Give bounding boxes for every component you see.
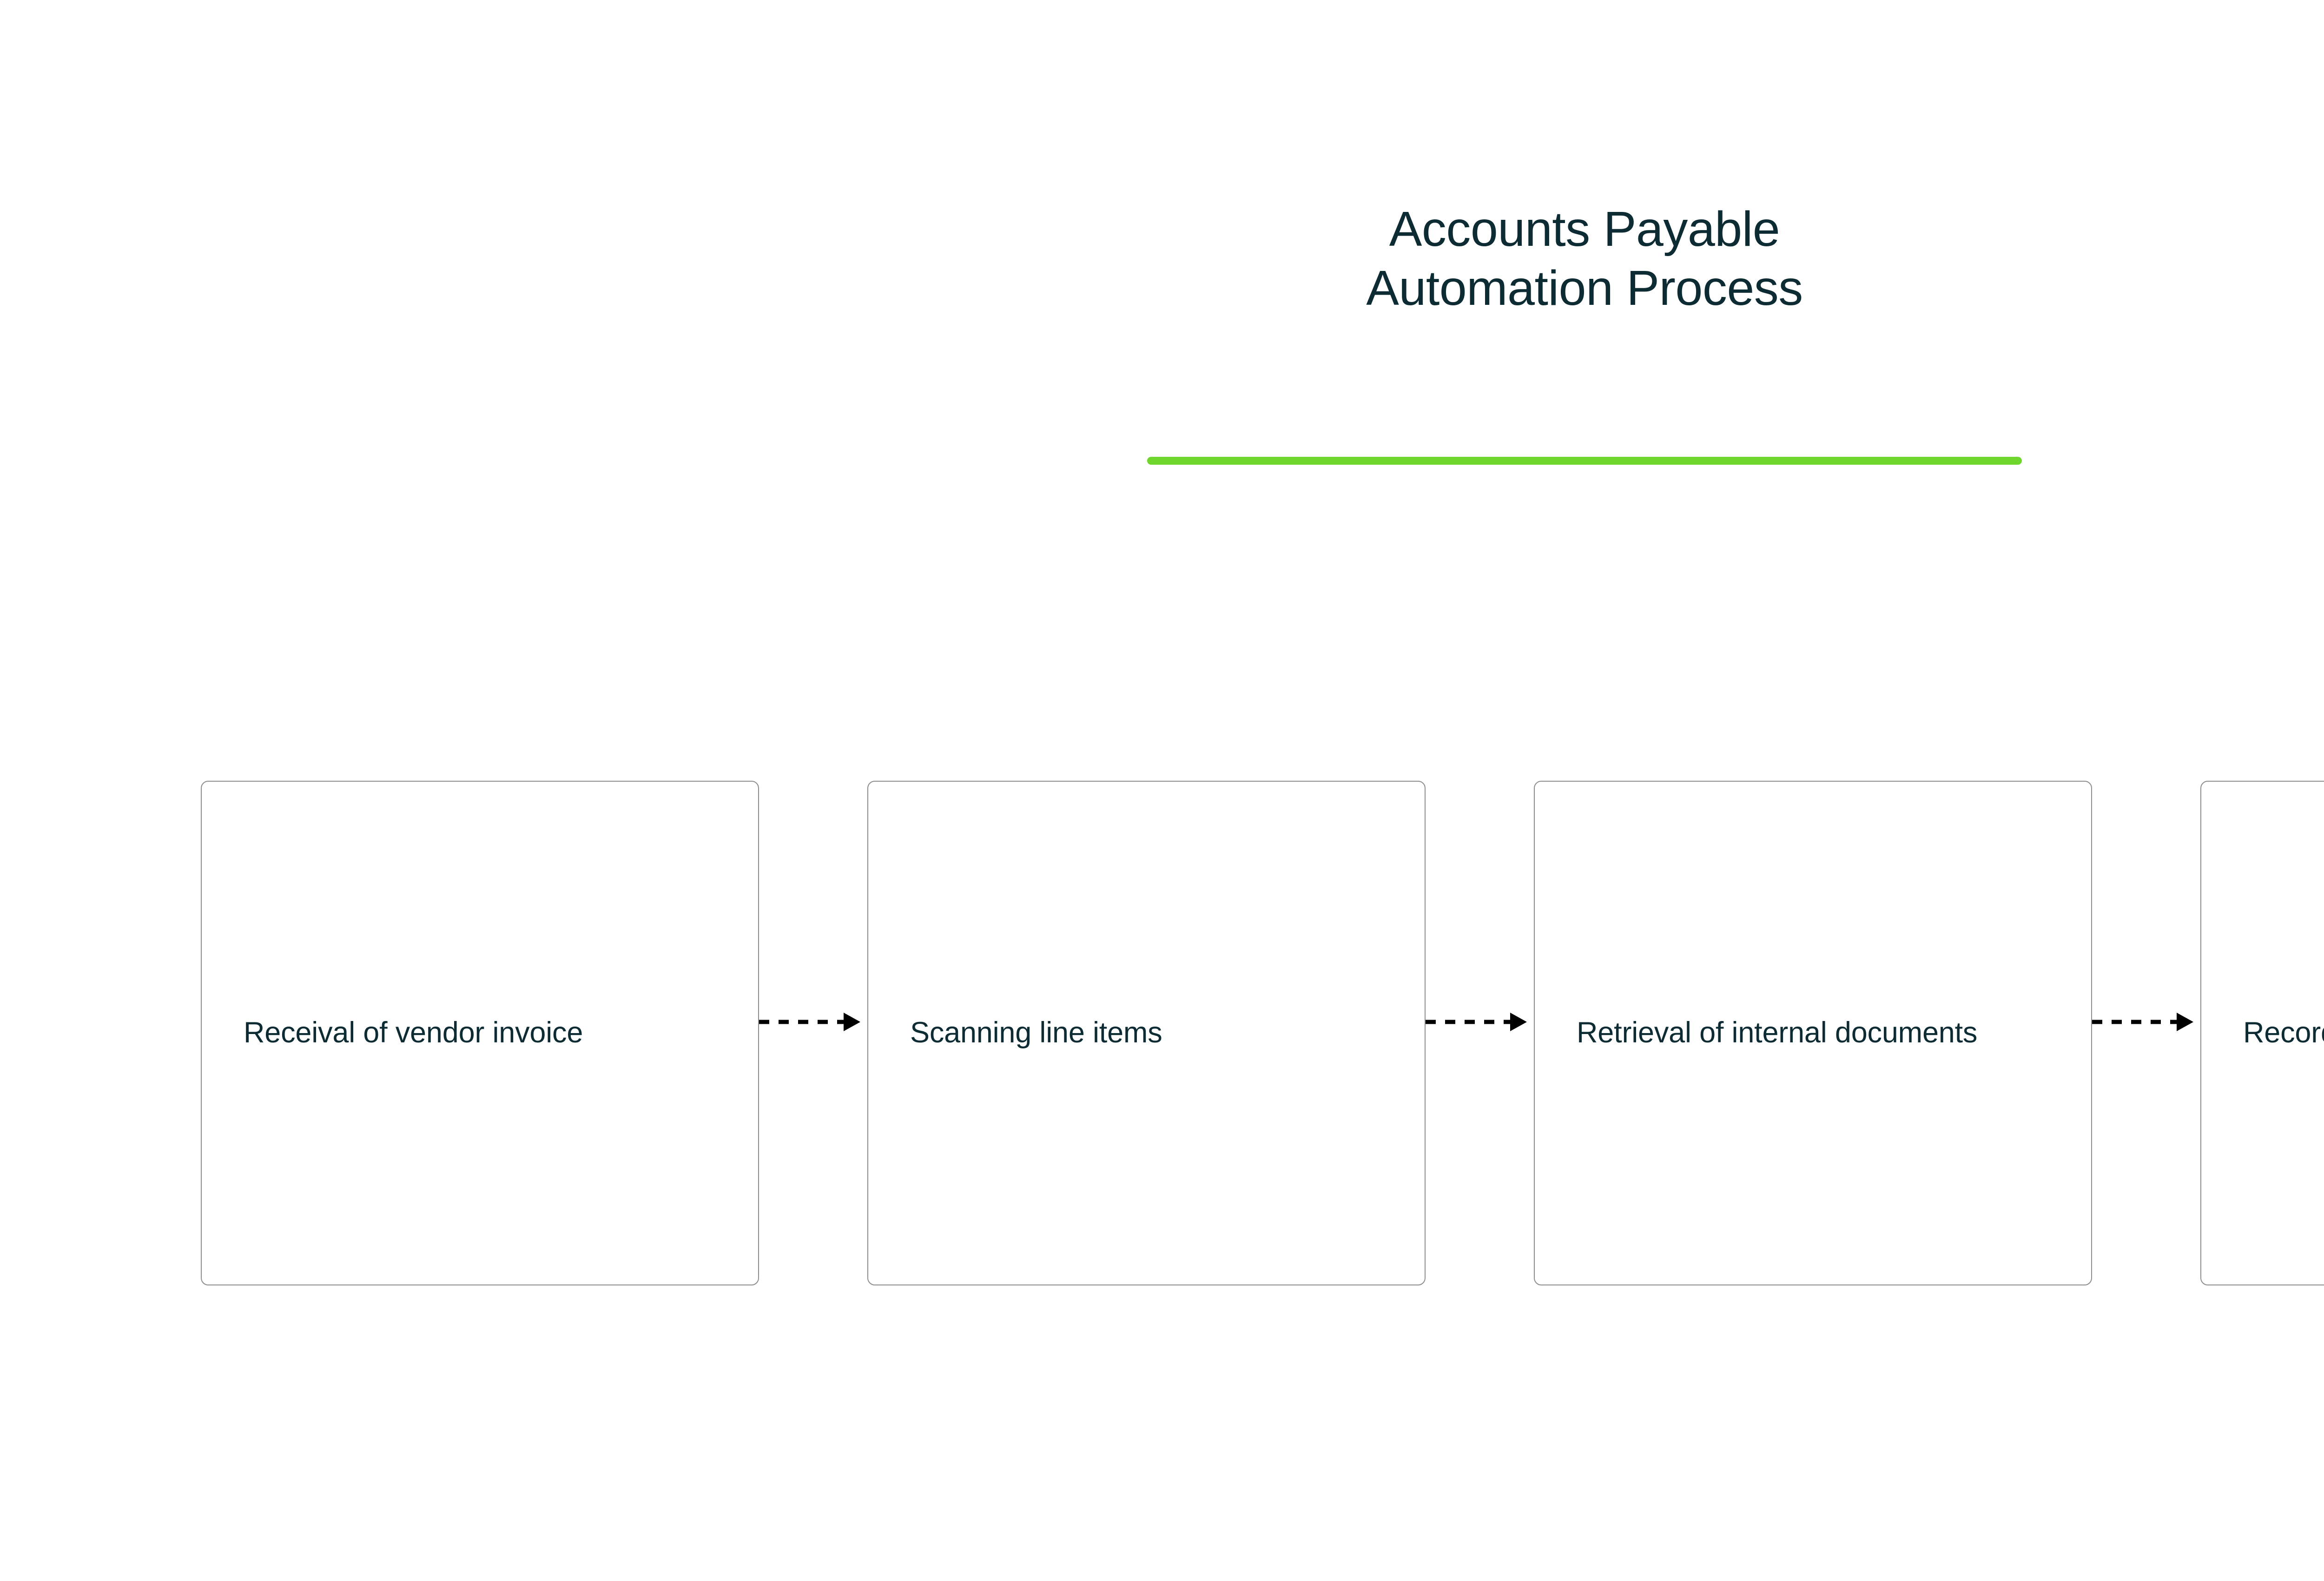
connector-arrow-2-to-3 bbox=[1426, 1011, 1534, 1033]
title-underline-accent bbox=[1147, 457, 2022, 465]
process-step-2-label: Scanning line items bbox=[910, 1016, 1162, 1049]
connector-arrow-3-to-4 bbox=[2092, 1011, 2201, 1033]
process-step-1[interactable]: Receival of vendor invoice bbox=[201, 781, 759, 1285]
process-flow: Receival of vendor invoice Scanning line… bbox=[0, 781, 2324, 1285]
process-step-2[interactable]: Scanning line items bbox=[867, 781, 1426, 1285]
title-block: Accounts Payable Automation Process bbox=[1120, 200, 2049, 318]
page-title: Accounts Payable Automation Process bbox=[1366, 202, 1803, 316]
process-step-3[interactable]: Retrieval of internal documents bbox=[1534, 781, 2092, 1285]
process-step-4[interactable]: Record matching and approval workflow ex… bbox=[2200, 781, 2324, 1285]
process-step-4-label: Record matching and approval workflow ex… bbox=[2243, 1016, 2324, 1049]
connector-arrow-1-to-2 bbox=[759, 1011, 868, 1033]
process-step-1-label: Receival of vendor invoice bbox=[244, 1016, 583, 1049]
process-step-3-label: Retrieval of internal documents bbox=[1577, 1016, 1978, 1049]
